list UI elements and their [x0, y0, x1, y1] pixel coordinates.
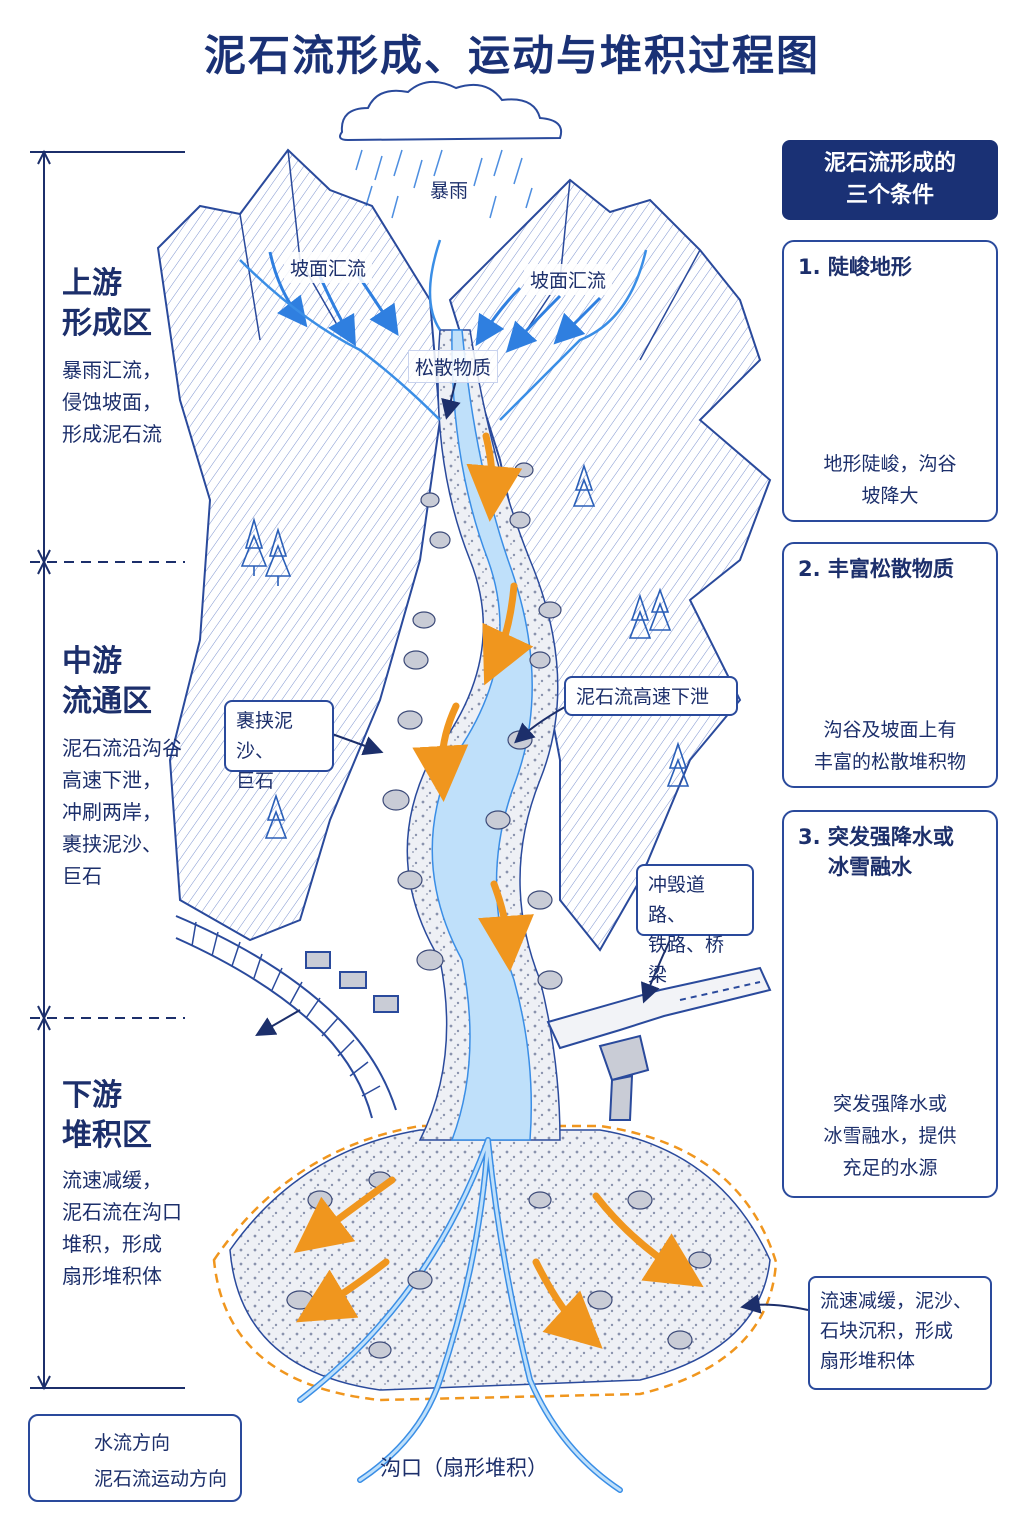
- callout-deposit-line: 流速减缓，泥沙、: [820, 1290, 973, 1312]
- zone-middle-title-line1: 中游: [62, 644, 122, 679]
- callout-high-speed: 泥石流高速下泄: [564, 676, 738, 716]
- condition-card-3: 3. 突发强降水或 冰雪融水 突发强降水或 冰雪融水，提供 充足的水源: [782, 810, 998, 1198]
- pointer-arrows: [255, 379, 809, 1314]
- condition-card-2: 2. 丰富松散物质 沟谷及坡面上有 丰富的松散堆积物: [782, 542, 998, 788]
- callout-entrain-line: 巨石: [236, 770, 275, 792]
- debris-flow-arrows: [293, 432, 704, 1349]
- zone-lower-desc: 流速减缓， 泥石流在沟口 堆积，形成 扇形堆积体: [62, 1164, 182, 1292]
- condition-2-desc-line: 沟谷及坡面上有: [823, 719, 957, 741]
- zone-middle-desc-line: 泥石流沿沟谷: [62, 736, 182, 760]
- page-title: 泥石流形成、运动与堆积过程图: [203, 31, 820, 80]
- condition-3-desc: 突发强降水或 冰雪融水，提供 充足的水源: [784, 1088, 996, 1184]
- condition-3-title-line1: 3. 突发强降水或: [798, 825, 954, 849]
- conditions-header: 泥石流形成的 三个条件: [782, 140, 998, 220]
- bridge: [546, 966, 772, 1121]
- zone-upper-desc-line: 侵蚀坡面，: [62, 390, 162, 414]
- condition-2-desc: 沟谷及坡面上有 丰富的松散堆积物: [784, 714, 996, 778]
- condition-3-desc-line: 冰雪融水，提供: [823, 1125, 957, 1147]
- pine-trees: [240, 463, 690, 839]
- condition-1-desc: 地形陡峻，沟谷 坡降大: [784, 448, 996, 512]
- zone-upper-desc: 暴雨汇流， 侵蚀坡面， 形成泥石流: [62, 354, 162, 450]
- zone-lower-desc-line: 堆积，形成: [62, 1232, 162, 1256]
- callout-destroy-line: 冲毁道路、: [648, 874, 706, 926]
- rain-cloud: [339, 81, 562, 219]
- condition-3-title: 3. 突发强降水或 冰雪融水: [798, 822, 954, 882]
- zone-middle-desc-line: 冲刷两岸，: [62, 800, 162, 824]
- loose-material-label: 松散物质: [408, 350, 499, 383]
- zone-middle-desc-line: 裹挟泥沙、: [62, 832, 162, 856]
- legend: 水流方向 泥石流运动方向: [28, 1414, 242, 1502]
- zone-upper-title-line2: 形成区: [62, 306, 152, 341]
- callout-destroy-line: 铁路、桥梁: [648, 934, 725, 986]
- zone-lower-title-line2: 堆积区: [62, 1118, 152, 1153]
- zone-upper-desc-line: 形成泥石流: [62, 422, 162, 446]
- outlet-label: 沟口（扇形堆积）: [380, 1456, 548, 1480]
- zone-upper-title: 上游 形成区: [62, 264, 152, 344]
- condition-1-title: 1. 陡峻地形: [798, 255, 912, 279]
- railway-track: [175, 915, 399, 1119]
- rain-label: 暴雨: [430, 180, 469, 202]
- condition-3-desc-line: 突发强降水或: [832, 1093, 947, 1115]
- zone-upper-title-line1: 上游: [62, 266, 122, 301]
- callout-entrain: 裹挟泥沙、 巨石: [224, 700, 334, 792]
- zone-lower-desc-line: 扇形堆积体: [62, 1264, 162, 1288]
- zone-upper-desc-line: 暴雨汇流，: [62, 358, 162, 382]
- slope-flow-left-label: 坡面汇流: [284, 252, 373, 283]
- zone-lower-desc-line: 泥石流在沟口: [62, 1200, 182, 1224]
- condition-1-desc-line: 地形陡峻，沟谷: [823, 453, 957, 475]
- zone-middle-desc: 泥石流沿沟谷 高速下泄， 冲刷两岸， 裹挟泥沙、 巨石: [62, 732, 182, 892]
- callout-destroy: 冲毁道路、 铁路、桥梁: [636, 864, 754, 986]
- callout-deposit-line: 石块沉积，形成: [820, 1320, 954, 1342]
- zone-bracket: [30, 149, 185, 1391]
- zone-middle-title: 中游 流通区: [62, 642, 152, 722]
- condition-card-1: 1. 陡峻地形 地形陡峻，沟谷 坡降大: [782, 240, 998, 522]
- zone-lower-desc-line: 流速减缓，: [62, 1168, 162, 1192]
- tributaries: [239, 239, 648, 421]
- conditions-header-line: 泥石流形成的: [823, 151, 956, 176]
- zone-middle-desc-line: 巨石: [62, 864, 102, 888]
- condition-2-desc-line: 丰富的松散堆积物: [813, 751, 966, 773]
- legend-water-label: 水流方向: [94, 1432, 171, 1454]
- condition-2-title: 2. 丰富松散物质: [798, 557, 954, 581]
- conditions-header-line: 三个条件: [845, 183, 934, 208]
- callout-deposit-line: 扇形堆积体: [820, 1350, 916, 1372]
- zone-middle-title-line2: 流通区: [62, 684, 152, 719]
- condition-1-desc-line: 坡降大: [861, 485, 919, 507]
- zone-lower-title-line1: 下游: [62, 1078, 122, 1113]
- callout-entrain-line: 裹挟泥沙、: [236, 710, 294, 762]
- zone-middle-desc-line: 高速下泄，: [62, 768, 162, 792]
- condition-3-title-line2: 冰雪融水: [828, 855, 912, 879]
- zone-lower-title: 下游 堆积区: [62, 1076, 152, 1156]
- callout-deposit: 流速减缓，泥沙、 石块沉积，形成 扇形堆积体: [808, 1276, 992, 1390]
- legend-debris-label: 泥石流运动方向: [94, 1468, 228, 1490]
- slope-flow-right-label: 坡面汇流: [524, 264, 613, 295]
- condition-3-desc-line: 充足的水源: [842, 1157, 938, 1179]
